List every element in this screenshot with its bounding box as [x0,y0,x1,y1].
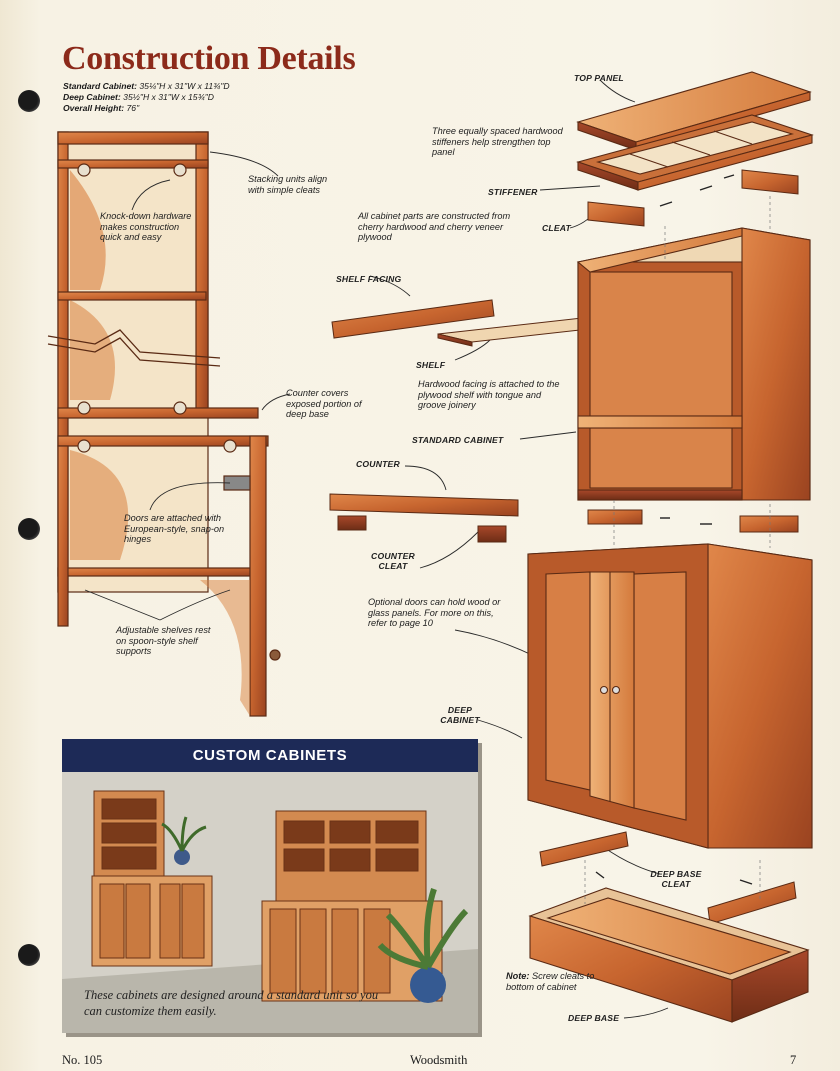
footer-issue: No. 105 [62,1053,103,1067]
binder-hole-middle [18,518,40,540]
counter-art [329,493,519,543]
page-title: Construction Details [62,40,356,77]
callout-knock-down: Knock-down hardware makes construction q… [100,211,192,242]
spec-overall: Overall Height: 76" [63,103,140,113]
label-counter: COUNTER [356,459,400,469]
label-cleat: CLEAT [542,223,572,233]
sidebar-heading: CUSTOM CABINETS [62,739,478,772]
callout-cherry: All cabinet parts are constructed from c… [358,211,511,242]
label-deep-cabinet: DEEP CABINET [440,705,480,725]
footer-page-number: 7 [790,1053,797,1067]
label-counter-cleat: COUNTER CLEAT [371,551,415,571]
spec-deep: Deep Cabinet: 35½"H x 31"W x 15¾"D [63,92,215,102]
label-shelf-facing: SHELF FACING [336,274,402,284]
label-deep-base-cleat: DEEP BASE CLEAT [650,869,702,889]
label-top-panel: TOP PANEL [574,73,624,83]
callout-counter-covers: Counter covers exposed portion of deep b… [286,388,362,419]
callout-optional-doors: Optional doors can hold wood or glass pa… [368,597,501,628]
deep-cabinet-art [527,543,813,849]
deep-base-art [528,887,810,1023]
sidebar-illustration [62,772,478,1033]
note-label: Note: [506,971,530,981]
stiffener-frame-art [576,114,814,191]
cabinet-specs: Standard Cabinet: 35¼"H x 31"W x 11¾"D D… [63,81,230,114]
callout-note: Note: Screw cleats to bottom of cabinet [506,971,606,992]
binder-hole-bottom [18,944,40,966]
callout-shelves: Adjustable shelves rest on spoon-style s… [116,625,211,656]
label-stiffener: STIFFENER [488,187,538,197]
sidebar-caption: These cabinets are designed around a sta… [84,988,379,1018]
callout-doors: Doors are attached with European-style, … [124,513,225,544]
cleats-middle [587,509,799,533]
note-text: Screw cleats to bottom of cabinet [506,971,595,992]
footer-magazine: Woodsmith [410,1053,468,1067]
section-view [47,131,281,717]
standard-cabinet-art [576,227,811,501]
callout-stiffeners: Three equally spaced hardwood stiffeners… [432,126,563,157]
cleats-top [587,169,799,227]
label-standard-cabinet: STANDARD CABINET [412,435,504,445]
callout-facing: Hardwood facing is attached to the plywo… [418,379,560,410]
callout-stacking: Stacking units align with simple cleats [248,174,328,195]
spec-standard: Standard Cabinet: 35¼"H x 31"W x 11¾"D [63,81,230,91]
label-shelf: SHELF [416,360,446,370]
deep-base-cleats-art [539,831,797,925]
binder-hole-top [18,90,40,112]
custom-cabinets-sidebar: CUSTOM CABINETS [62,739,478,1033]
label-deep-base: DEEP BASE [568,1013,620,1023]
